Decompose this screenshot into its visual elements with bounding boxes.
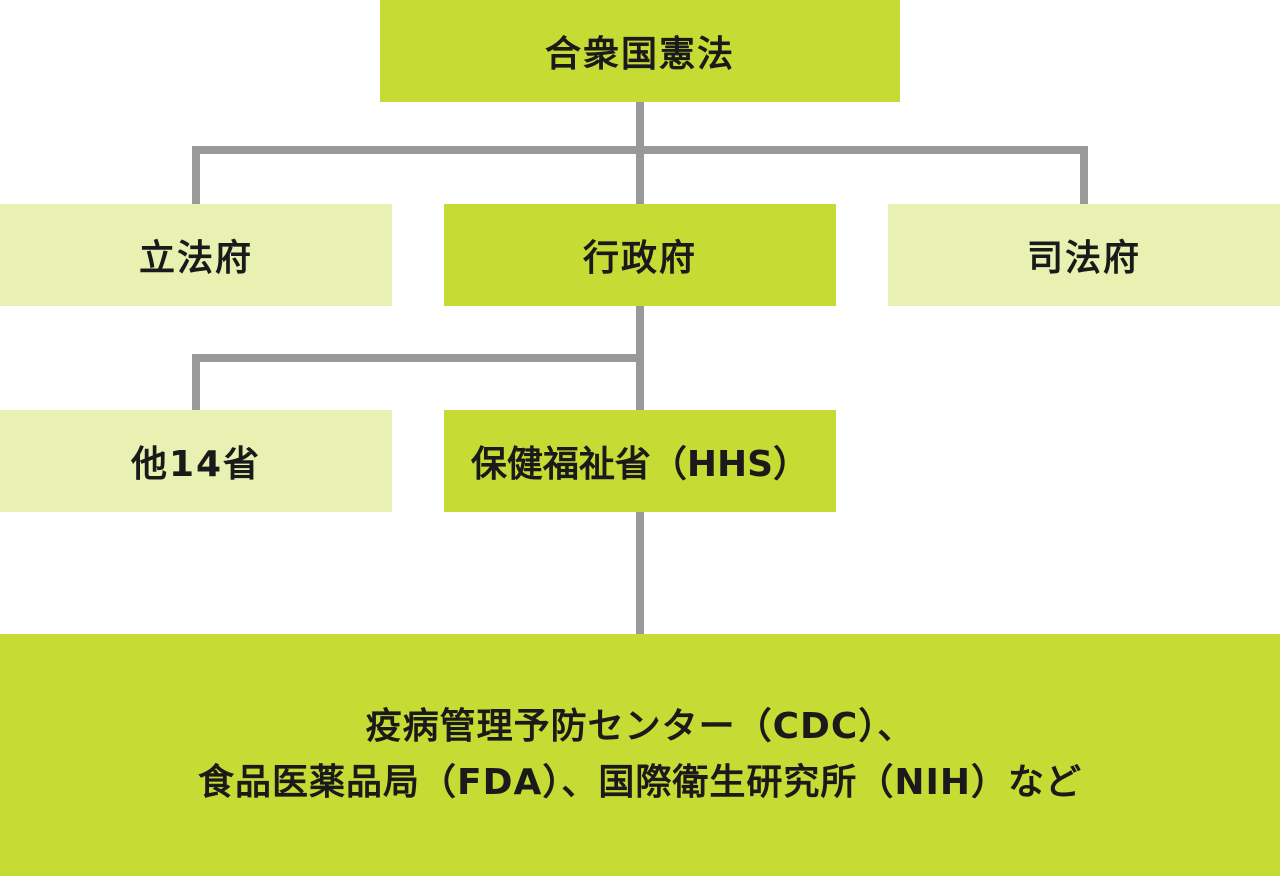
node-legislative-branch-label: 立法府 [138,238,253,279]
connector-branches-horizontal [192,146,1088,154]
node-agencies-line-2: 食品医薬品局（FDA）、国際衛生研究所（NIH）など [198,762,1082,803]
node-hhs-label: 保健福祉省（HHS） [470,444,810,485]
node-hhs: 保健福祉省（HHS） [444,410,836,512]
node-judicial-branch: 司法府 [888,204,1280,306]
node-other-departments-label: 他14省 [130,444,262,485]
node-legislative-branch: 立法府 [0,204,392,306]
node-constitution: 合衆国憲法 [380,0,900,102]
node-agencies: 疫病管理予防センター（CDC）、 食品医薬品局（FDA）、国際衛生研究所（NIH… [0,634,1280,876]
connector-departments-horizontal [192,354,644,362]
node-executive-branch: 行政府 [444,204,836,306]
node-other-departments: 他14省 [0,410,392,512]
node-constitution-label: 合衆国憲法 [544,34,735,75]
connector-other-departments-drop [192,354,200,410]
node-judicial-branch-label: 司法府 [1026,238,1141,279]
node-executive-branch-label: 行政府 [582,238,697,279]
connector-judicial-drop [1080,146,1088,204]
node-agencies-line-1: 疫病管理予防センター（CDC）、 [365,706,915,747]
connector-hhs-down [636,512,644,634]
connector-legislative-drop [192,146,200,204]
